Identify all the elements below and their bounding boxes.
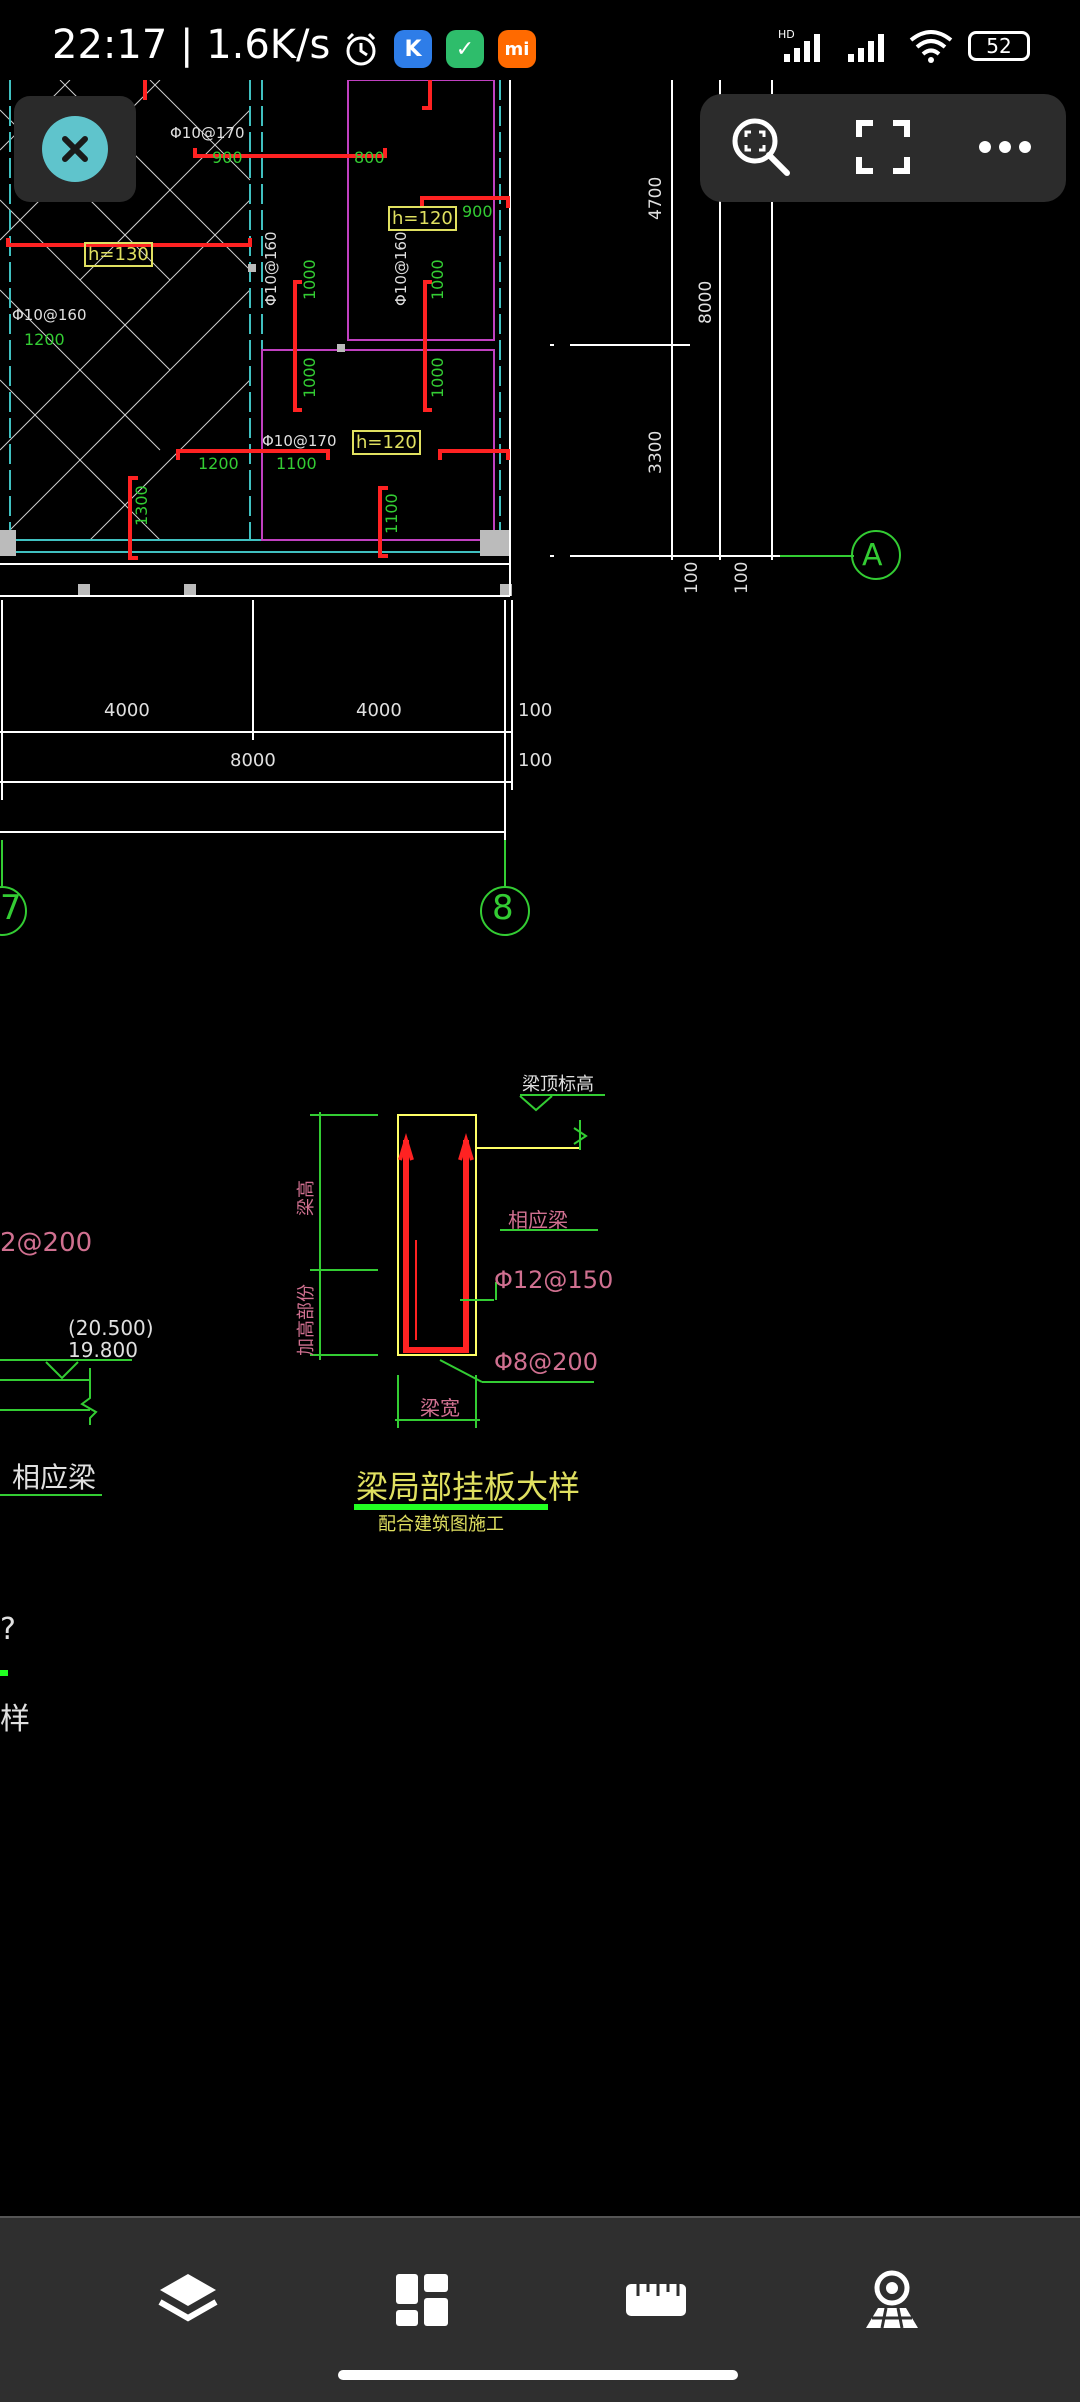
thickened-part-label: 加高部份 [296,1284,317,1356]
dim-label: 100 [518,700,553,721]
dim-label: 900 [462,202,493,221]
svg-text:HD: HD [778,28,795,41]
dim-label: 100 [732,561,752,594]
dim-label: 100 [682,561,702,594]
rebar-label: Φ10@170 [262,432,337,450]
dim-label: 4000 [356,700,402,721]
layers-icon [158,2274,218,2322]
dim-label: 900 [212,148,243,167]
wifi-icon [909,30,953,63]
slab-thickness-label: h=120 [352,430,421,455]
layers-button[interactable] [148,2260,228,2340]
dim-label: 1100 [382,493,401,534]
rebar-label: Φ10@170 [170,124,245,142]
slab-thickness-label: h=130 [84,242,153,267]
zoom-fit-button[interactable] [726,112,796,182]
fullscreen-icon [856,120,910,174]
notification-icons: K ✓ mi [342,30,536,68]
zoom-fit-icon [732,118,790,176]
dim-label: 3300 [646,430,666,474]
hd-signal-icon: HD [778,28,820,62]
drawing-svg [0,80,901,1676]
alarm-icon [346,32,376,66]
beam-detail-drawing [0,1094,605,1676]
dim-label: 1300 [132,485,151,526]
rebar-label: Φ10@160 [262,231,280,306]
rebar-label: Φ10@160 [12,306,87,324]
beam-width-label: 梁宽 [420,1396,460,1420]
home-indicator[interactable] [338,2370,738,2380]
viewpoint-button[interactable] [852,2260,932,2340]
slab-thickness-label: h=120 [388,206,457,231]
corresponding-beam-label: 相应梁 [12,1461,97,1494]
viewpoint-icon [866,2270,918,2329]
dim-label: 1000 [300,259,319,300]
shield-app-icon: ✓ [446,30,484,68]
detail-title: 梁局部挂板大样 [356,1468,581,1506]
more-icon [979,141,1031,153]
dim-label: 1200 [24,330,65,349]
axis-lines [0,840,530,936]
battery-icon: 52 [968,31,1030,61]
rebar-spec-label: Φ8@200 [494,1348,598,1376]
dashboard-button[interactable] [382,2260,462,2340]
corresponding-beam-label: 相应梁 [508,1208,568,1232]
dashboard-icon [396,2274,448,2326]
rebar-label: Φ10@160 [392,231,410,306]
column-marks [0,264,512,596]
dim-label: 8000 [230,750,276,771]
rebar-spec-label: Φ12@150 [494,1266,614,1294]
system-icons: HD 52 [778,28,1030,64]
close-button[interactable] [14,96,136,202]
dim-label: 4700 [646,176,666,220]
dim-label: 100 [518,750,553,771]
dim-label: 1200 [198,454,239,473]
dim-label: 1000 [300,357,319,398]
rebar-marks [6,80,510,560]
close-icon [42,116,108,182]
detail-subtitle: 配合建筑图施工 [378,1514,504,1535]
signal-icon [848,34,884,62]
rebar-spec-label: 2@200 [0,1228,93,1258]
dim-label: 1000 [428,259,447,300]
status-bar: 22:17 | 1.6K/s K ✓ mi HD 52 [0,0,1080,100]
beam-height-label: 梁高 [296,1180,317,1216]
dim-label: 8000 [696,280,716,324]
axis-a-label: A [862,538,883,573]
k-app-icon: K [394,30,432,68]
axis-a-bubble [851,530,901,580]
cad-drawing-canvas[interactable]: Φ10@170 Φ10@160 Φ10@160 Φ10@160 Φ10@170 … [0,80,1080,2180]
more-options-button[interactable] [970,112,1040,182]
measure-button[interactable] [616,2260,696,2340]
battery-level: 52 [986,34,1012,58]
dim-label: 4000 [104,700,150,721]
beam-lines [0,80,511,597]
elevation-label: 19.800 [68,1338,138,1362]
clock-time: 22:17 | 1.6K/s [52,22,331,68]
ruler-icon [626,2284,686,2316]
fullscreen-button[interactable] [848,112,918,182]
axis-7-label: 7 [0,888,22,928]
dim-label: 800 [354,148,385,167]
partial-label: 样 [0,1702,30,1737]
bottom-dimension-lines [0,600,513,840]
axis-8-label: 8 [492,888,514,928]
elevation-label: (20.500) [68,1316,154,1340]
dim-label: 1000 [428,357,447,398]
mi-app-icon: mi [498,30,536,68]
dim-label: 1100 [276,454,317,473]
top-toolbar [700,94,1066,202]
beam-top-elevation-label: 梁顶标高 [522,1074,594,1095]
partial-label: ? [0,1612,16,1647]
